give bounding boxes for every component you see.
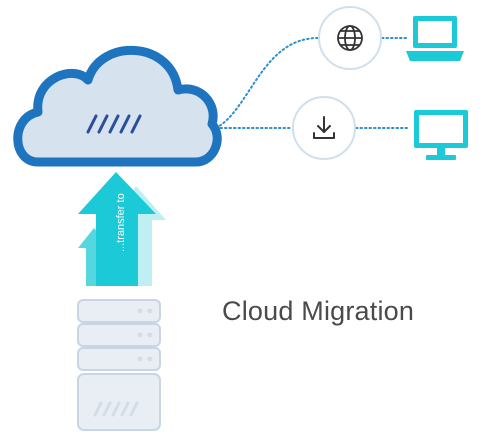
monitor-icon	[414, 110, 468, 160]
server-icon	[77, 299, 161, 431]
laptop-icon	[406, 16, 464, 61]
connection-lines	[215, 37, 411, 129]
arrow-label: ...transfer to	[115, 193, 127, 252]
globe-node	[318, 6, 382, 70]
download-node	[292, 96, 356, 160]
download-icon	[313, 116, 335, 139]
globe-icon	[337, 25, 363, 51]
cloud-icon	[13, 45, 222, 167]
diagram-caption: Cloud Migration	[222, 296, 415, 326]
upload-arrow-icon: ...transfer to	[78, 172, 166, 286]
connection-line-globe	[215, 37, 319, 129]
